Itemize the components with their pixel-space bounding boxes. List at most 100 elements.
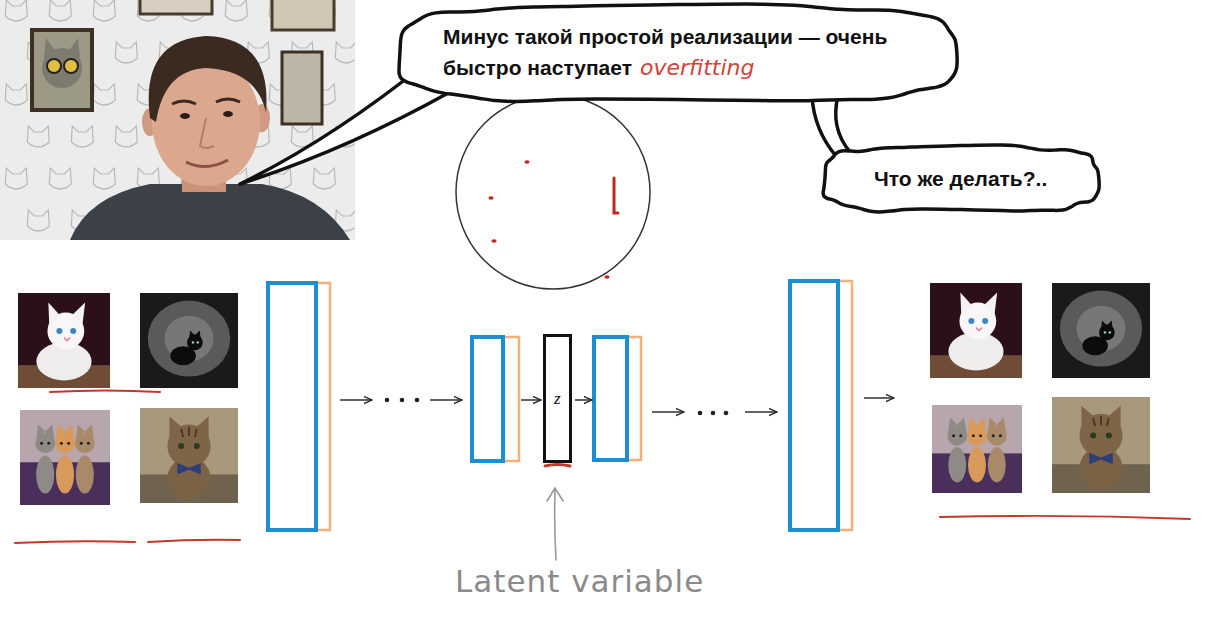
wallpaper-cat-doodle (49, 168, 71, 189)
mouth (186, 160, 228, 167)
cat-ears (189, 331, 201, 341)
bow-tie (1089, 453, 1113, 465)
eyebrows (172, 99, 240, 104)
kitten-stripes (1093, 416, 1109, 426)
cat-photo (930, 283, 1022, 378)
webcam-photo (0, 0, 355, 240)
kitten-eye (80, 442, 83, 445)
photo-background (1052, 397, 1150, 493)
picture-frame (272, 0, 334, 30)
kitten-eye (87, 442, 90, 445)
wallpaper-cat-doodle (93, 84, 115, 105)
kitten-eye (959, 434, 962, 437)
nose (200, 118, 214, 148)
kitten-ears (988, 417, 1006, 431)
flow-arrow (652, 411, 684, 412)
kitten-eye (60, 442, 63, 445)
speech-bubble-tail (812, 96, 850, 156)
cat-nose (976, 328, 982, 331)
picture-frame (140, 0, 212, 14)
eye (180, 113, 190, 119)
annotation-arrow (547, 488, 563, 560)
wallpaper-cat-doodle (115, 126, 137, 147)
cat-eye (982, 318, 988, 324)
ellipsis-dot (415, 398, 420, 403)
latent-variable-box: z (543, 334, 572, 463)
kitten-ears (76, 425, 94, 439)
wallpaper-cat-doodle (93, 0, 115, 21)
kitten-eye (1090, 432, 1096, 438)
wallpaper-cat-doodle (335, 42, 355, 63)
spotlight (1060, 291, 1142, 367)
cat-photo (20, 410, 110, 505)
kitten-stripes (181, 427, 197, 437)
ellipsis-dot (400, 398, 405, 403)
cat-photo (1052, 397, 1150, 493)
flow-arrow (575, 399, 592, 400)
latent-point (524, 160, 529, 164)
kitten-body (988, 447, 1006, 482)
cat-photo (1052, 283, 1150, 378)
cat-poster (32, 30, 92, 110)
kitten-ears (968, 417, 986, 431)
red-underline (50, 391, 160, 393)
eye (223, 111, 233, 117)
kitten-ears (56, 425, 74, 439)
wallpaper-cat-doodle (5, 84, 27, 105)
red-underline (545, 465, 570, 467)
kitten-ears (169, 416, 208, 438)
layer-block (472, 337, 503, 461)
layer-block (790, 281, 838, 530)
kitten-body (968, 447, 986, 482)
kitten-ears (948, 417, 966, 431)
latent-point (491, 239, 496, 243)
cat-photo (18, 293, 110, 388)
cat-eye (197, 341, 199, 343)
cat-eye (192, 341, 194, 343)
wallpaper-cat-doodle (225, 0, 247, 21)
red-underline (148, 540, 240, 542)
kitten-body (56, 456, 74, 494)
cat-eye (1109, 331, 1111, 333)
poster-cat-glasses (64, 59, 78, 73)
speech-text: Что же делать?.. (874, 165, 1047, 192)
cat-ears (1101, 321, 1113, 331)
bubble-outline-path (399, 4, 957, 101)
wallpaper-cat-doodle (27, 126, 49, 147)
kitten-eye (47, 442, 50, 445)
photo-background (1052, 283, 1150, 378)
photo-background (18, 293, 110, 388)
wallpaper-cat-doodle (93, 168, 115, 189)
cat-photo (140, 408, 238, 503)
poster-cat-ears (44, 38, 80, 58)
latent-point (614, 178, 618, 213)
kitten-eye (972, 434, 975, 437)
flow-arrow (521, 399, 541, 400)
shirt (70, 184, 350, 240)
speech-bubble: Минус такой простой реализации — очень б… (395, 2, 960, 105)
kitten-eye (952, 434, 955, 437)
kitten-body (948, 447, 966, 482)
ellipsis-dot (711, 411, 716, 416)
text-block: Минус такой простой реализации — очень б… (443, 22, 913, 84)
ellipsis-dot (724, 411, 729, 416)
photo-background (140, 408, 238, 503)
red-underline (940, 516, 1190, 519)
flow-arrow (340, 399, 372, 400)
picture-frame (282, 52, 322, 124)
wallpaper-cat-doodle (115, 42, 137, 63)
kitten-ears (1081, 406, 1120, 428)
cat-ears (960, 293, 997, 316)
flow-arrow (864, 397, 894, 398)
cat-eye (968, 318, 974, 324)
cat-eye (56, 328, 62, 334)
ellipsis-dot (385, 398, 390, 403)
kitten-body (76, 456, 94, 494)
kitten-eye (1106, 432, 1112, 438)
cat-nose (64, 338, 70, 341)
wallpaper-cat-doodle (71, 126, 93, 147)
wallpaper (0, 0, 355, 240)
handwritten-note: overfitting (640, 55, 755, 80)
cat-ears (48, 303, 85, 326)
cat-photo (932, 405, 1022, 493)
